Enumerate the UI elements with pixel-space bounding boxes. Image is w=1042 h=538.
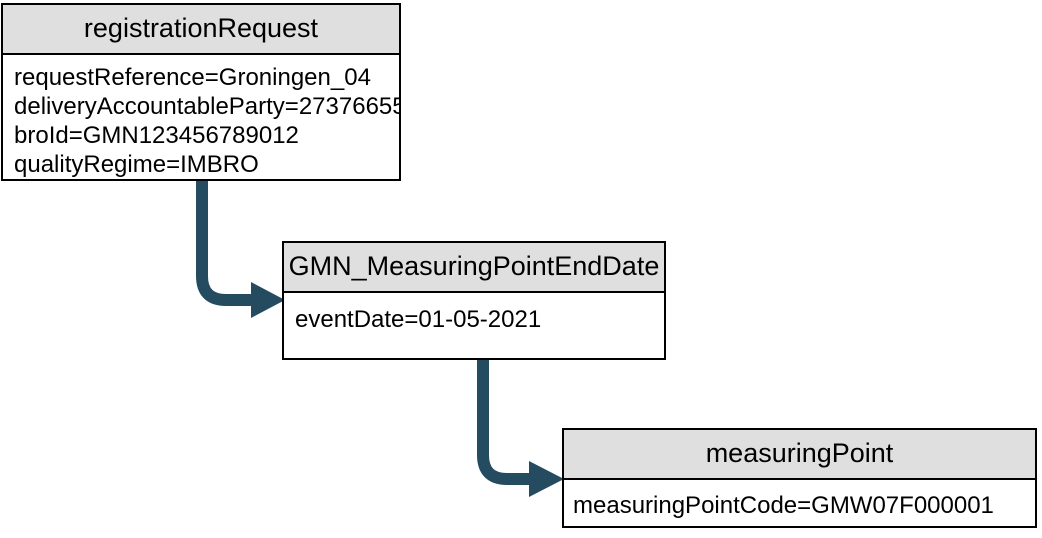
arrowhead-icon	[251, 282, 285, 318]
node-header: registrationRequest	[3, 5, 399, 55]
node-attribute: broId=GMN123456789012	[14, 122, 299, 149]
node-attribute: measuringPointCode=GMW07F000001	[573, 492, 994, 519]
node-title: GMN_MeasuringPointEndDate	[288, 251, 660, 281]
node-attribute: qualityRegime=IMBRO	[14, 151, 259, 178]
node-attribute: eventDate=01-05-2021	[295, 306, 542, 333]
node-registration-request: registrationRequest requestReference=Gro…	[1, 3, 401, 181]
node-body: eventDate=01-05-2021	[284, 293, 664, 334]
node-body: requestReference=Groningen_04 deliveryAc…	[3, 55, 399, 179]
node-attribute: deliveryAccountableParty=27376655	[14, 93, 399, 120]
node-gmn-measuring-point-end-date: GMN_MeasuringPointEndDate eventDate=01-0…	[282, 241, 666, 360]
node-title: registrationRequest	[83, 13, 319, 43]
node-header: GMN_MeasuringPointEndDate	[284, 243, 664, 293]
node-body: measuringPointCode=GMW07F000001	[564, 480, 1035, 520]
edge-enddate-to-measuringpoint	[477, 355, 532, 485]
node-header: measuringPoint	[564, 430, 1035, 480]
node-title: measuringPoint	[705, 438, 894, 468]
arrowhead-icon	[529, 461, 564, 497]
edge-registration-to-enddate	[196, 176, 254, 306]
node-measuring-point: measuringPoint measuringPointCode=GMW07F…	[562, 428, 1037, 528]
node-attribute: requestReference=Groningen_04	[14, 64, 371, 91]
